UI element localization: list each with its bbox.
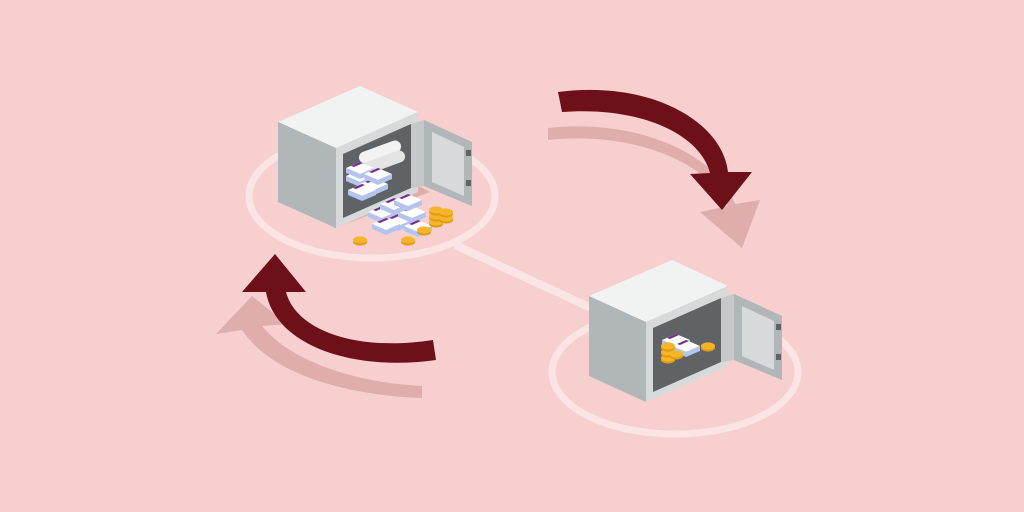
connector-line bbox=[453, 241, 602, 316]
safe-left-side bbox=[278, 122, 336, 228]
safe-door-open bbox=[721, 294, 782, 380]
safe-door-open bbox=[411, 120, 472, 206]
safe-large bbox=[278, 86, 472, 246]
arrow-clockwise-right bbox=[558, 89, 752, 210]
arrow-clockwise-left bbox=[242, 254, 436, 363]
curved-arrow-up-icon bbox=[242, 254, 436, 363]
safe-top bbox=[278, 86, 418, 148]
safe-top bbox=[589, 260, 728, 322]
safe-left-side bbox=[589, 296, 646, 402]
arrow-shadows bbox=[216, 126, 760, 398]
rolled-bills bbox=[358, 140, 406, 174]
safe-small bbox=[589, 260, 782, 402]
curved-arrow-down-icon bbox=[558, 89, 752, 210]
